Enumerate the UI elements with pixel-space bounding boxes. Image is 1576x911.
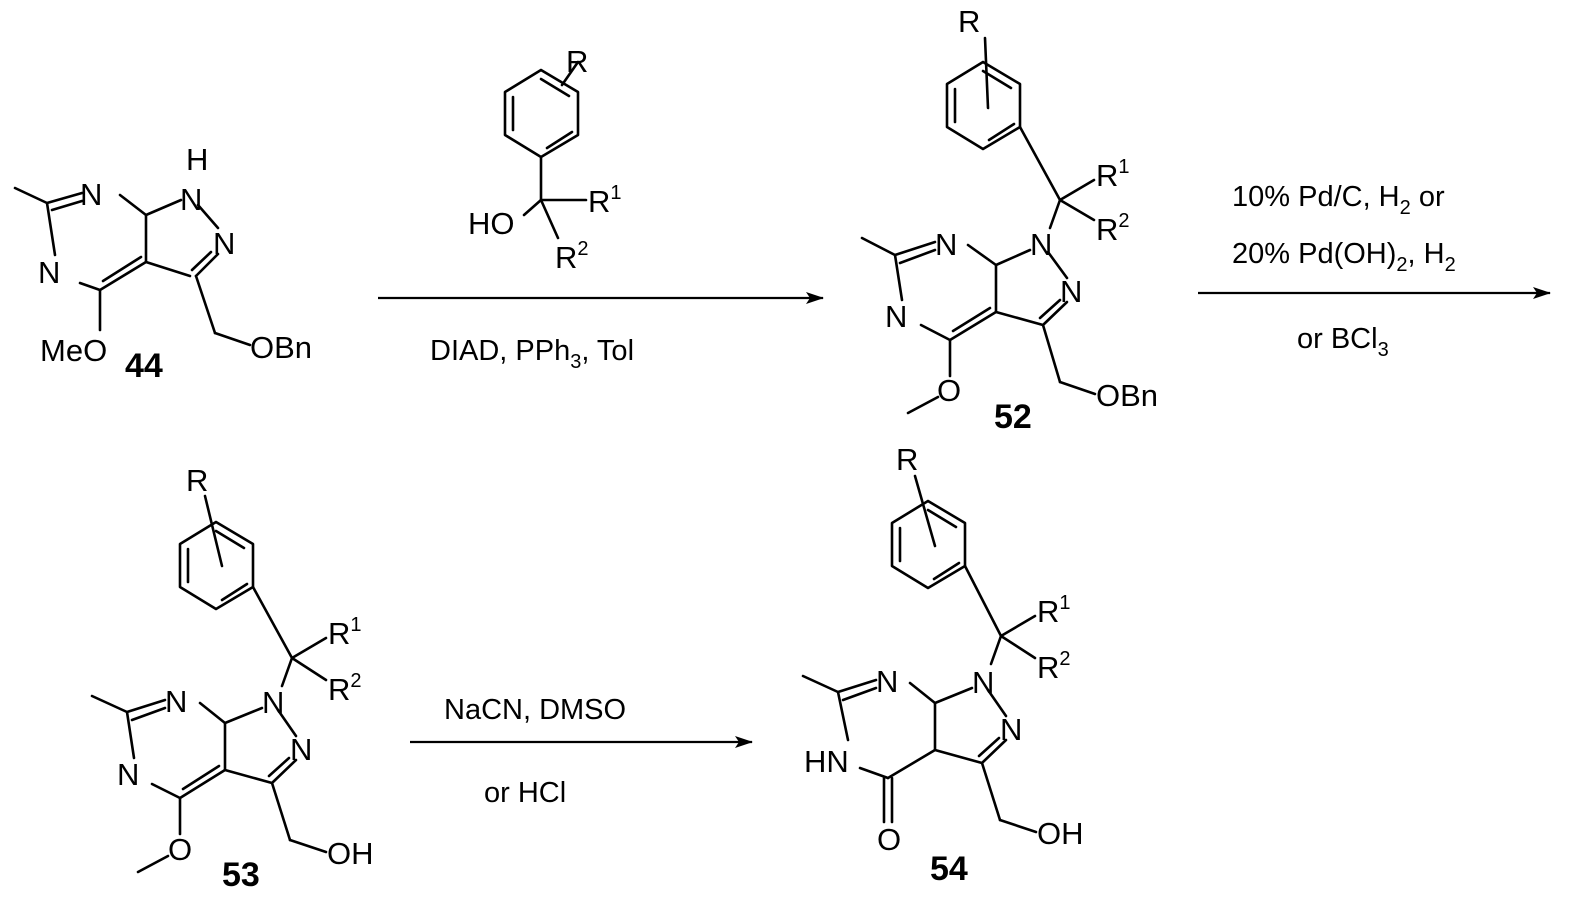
atom-n-ring-top: N: [80, 177, 102, 212]
atom-o: O: [877, 822, 901, 857]
atom-n-ring-top: N: [876, 664, 898, 699]
compound-53: R R1 R2 N N N N O OH 53: [92, 463, 374, 894]
compound-52: R R1 R2 N N N N O OBn 52: [862, 4, 1158, 436]
atom-obn: OBn: [1096, 378, 1158, 413]
step2-conditions-line3: or BCl3: [1297, 323, 1389, 361]
reaction-arrow-3: NaCN, DMSO or HCl: [410, 694, 752, 809]
atom-r2: R2: [328, 670, 362, 707]
compound-53-bonds: [92, 496, 326, 872]
reagent-alcohol-bonds: [505, 62, 586, 238]
atom-n1: N: [262, 685, 284, 720]
compound-44: N N H N N MeO OBn 44: [15, 142, 312, 385]
atom-meo: MeO: [40, 333, 107, 368]
reagent-r2: R2: [555, 238, 589, 275]
atom-n-ring-top: N: [935, 227, 957, 262]
atom-r: R: [186, 463, 208, 498]
atom-n-ring-left: N: [117, 757, 139, 792]
atom-r1: R1: [1096, 156, 1130, 193]
step2-conditions-line1: 10% Pd/C, H2 or: [1232, 181, 1445, 219]
compound-number-52: 52: [994, 398, 1032, 436]
atom-o: O: [168, 832, 192, 867]
compound-54: R R1 R2 N N HN N O OH 54: [803, 442, 1084, 888]
atom-nh-h: H: [186, 142, 208, 177]
atom-r: R: [958, 4, 980, 39]
reaction-arrow-2: 10% Pd/C, H2 or 20% Pd(OH)2, H2 or BCl3: [1198, 181, 1550, 361]
atom-n1: N: [180, 182, 202, 217]
reagent-ho: HO: [468, 206, 515, 241]
atom-r2: R2: [1037, 648, 1071, 685]
reaction-arrow-1: DIAD, PPh3, Tol: [378, 298, 823, 373]
atom-r: R: [896, 442, 918, 477]
reagent-r: R: [566, 44, 588, 79]
compound-number-44: 44: [125, 347, 163, 385]
atom-n-ring-left: N: [38, 255, 60, 290]
step3-conditions-above: NaCN, DMSO: [444, 694, 626, 726]
reagent-r1: R1: [588, 182, 622, 219]
reagent-alcohol: R HO R1 R2: [468, 44, 622, 275]
atom-n1: N: [1030, 227, 1052, 262]
atom-oh: OH: [1037, 816, 1084, 851]
atom-n2: N: [1060, 274, 1082, 309]
atom-n2: N: [213, 226, 235, 261]
atom-r2: R2: [1096, 210, 1130, 247]
atom-o: O: [937, 373, 961, 408]
step1-conditions: DIAD, PPh3, Tol: [430, 335, 634, 373]
step2-conditions-line2: 20% Pd(OH)2, H2: [1232, 238, 1456, 276]
atom-hn: HN: [804, 744, 849, 779]
atom-n2: N: [290, 732, 312, 767]
atom-r1: R1: [328, 614, 362, 651]
atom-r1: R1: [1037, 592, 1071, 629]
step3-conditions-below: or HCl: [484, 777, 566, 809]
compound-52-bonds: [862, 38, 1095, 413]
compound-number-53: 53: [222, 856, 260, 894]
atom-oh: OH: [327, 836, 374, 871]
atom-n-ring-left: N: [885, 299, 907, 334]
compound-number-54: 54: [930, 850, 968, 888]
atom-obn: OBn: [250, 330, 312, 365]
atom-n-ring-top: N: [165, 684, 187, 719]
atom-n1: N: [972, 665, 994, 700]
atom-n2: N: [1000, 712, 1022, 747]
